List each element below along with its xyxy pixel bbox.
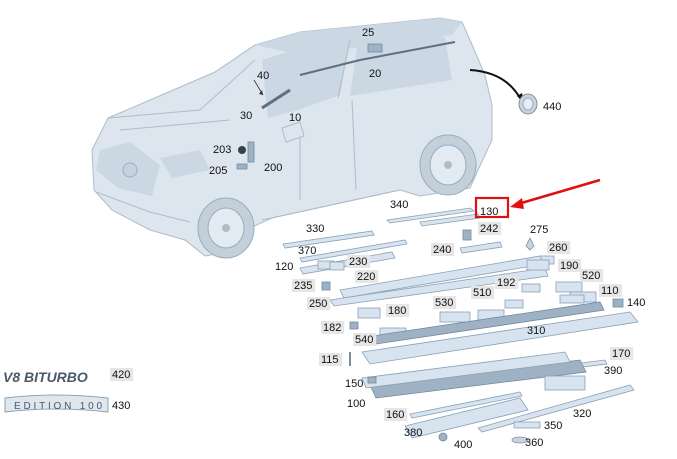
- callout-530: 530: [435, 297, 453, 309]
- callout-chip-235: [292, 279, 316, 292]
- callout-190: 190: [560, 260, 578, 272]
- callout-chip-420: [110, 368, 134, 381]
- callout-330: 330: [306, 223, 324, 235]
- callout-220: 220: [357, 271, 375, 283]
- emblem-edition-100: EDITION 100: [4, 394, 109, 413]
- callout-510: 510: [473, 287, 491, 299]
- callout-170: 170: [612, 348, 630, 360]
- callout-420: 420: [112, 369, 130, 381]
- callout-10: 10: [289, 112, 301, 124]
- highlight-arrow: [510, 178, 601, 209]
- highlight-box-130: [474, 196, 510, 219]
- callout-chip-192: [495, 276, 519, 289]
- callout-260: 260: [549, 242, 567, 254]
- callout-chip-230: [347, 255, 371, 268]
- callout-40: 40: [257, 70, 269, 82]
- callout-130: 130: [480, 206, 498, 218]
- callout-250: 250: [309, 298, 327, 310]
- callout-205: 205: [209, 165, 227, 177]
- callout-230: 230: [349, 256, 367, 268]
- callout-110: 110: [601, 285, 619, 297]
- callout-30: 30: [240, 110, 252, 122]
- callout-200: 200: [264, 162, 282, 174]
- callout-400: 400: [454, 439, 472, 451]
- callout-chip-242: [478, 222, 502, 235]
- emblem-440-part: [518, 93, 538, 115]
- callout-chip-115: [319, 353, 343, 366]
- callout-380: 380: [404, 427, 422, 439]
- callout-chip-260: [547, 241, 571, 254]
- callout-390: 390: [604, 365, 622, 377]
- callout-chip-190: [558, 259, 582, 272]
- callout-520: 520: [582, 270, 600, 282]
- callout-310: 310: [527, 325, 545, 337]
- callout-180: 180: [388, 305, 406, 317]
- callout-275: 275: [530, 224, 548, 236]
- edition-100-text: EDITION 100: [14, 401, 102, 412]
- callout-chip-520: [580, 269, 604, 282]
- vehicle-illustration: [91, 17, 524, 259]
- callout-235: 235: [294, 280, 312, 292]
- callout-242: 242: [480, 223, 498, 235]
- callout-labels: 25 20 40 30 10 440 203 205 200 340 130 330 242 275 370…: [110, 27, 645, 451]
- callout-120: 120: [275, 261, 293, 273]
- v8-biturbo-text: V8 BITURBO: [3, 369, 88, 385]
- callout-540: 540: [355, 334, 373, 346]
- callout-192: 192: [497, 277, 515, 289]
- callout-140: 140: [627, 297, 645, 309]
- callout-chip-240: [431, 243, 455, 256]
- callout-115: 115: [321, 354, 339, 366]
- callout-25: 25: [362, 27, 374, 39]
- callout-360: 360: [525, 437, 543, 449]
- callout-240: 240: [433, 244, 451, 256]
- emblem-v8-biturbo: V8 BITURBO: [3, 369, 88, 385]
- callout-340: 340: [390, 199, 408, 211]
- exploded-parts: [282, 207, 639, 444]
- callout-chip-160: [384, 408, 408, 421]
- callout-chip-110: [599, 284, 623, 297]
- callout-370: 370: [298, 245, 316, 257]
- callout-chip-530: [433, 296, 457, 309]
- callout-350: 350: [544, 420, 562, 432]
- callout-chip-250: [307, 297, 331, 310]
- callout-430: 430: [112, 400, 130, 412]
- callout-100: 100: [347, 398, 365, 410]
- callout-182: 182: [323, 322, 341, 334]
- callout-320: 320: [573, 408, 591, 420]
- callout-160: 160: [386, 409, 404, 421]
- callout-440: 440: [543, 101, 561, 113]
- callout-150: 150: [345, 378, 363, 390]
- callout-20: 20: [369, 68, 381, 80]
- callout-chip-180: [386, 304, 410, 317]
- callout-chip-510: [471, 286, 495, 299]
- callout-chip-182: [321, 321, 345, 334]
- callout-chip-220: [355, 270, 379, 283]
- callout-chip-540: [353, 333, 377, 346]
- callout-chip-170: [610, 347, 634, 360]
- callout-203: 203: [213, 144, 231, 156]
